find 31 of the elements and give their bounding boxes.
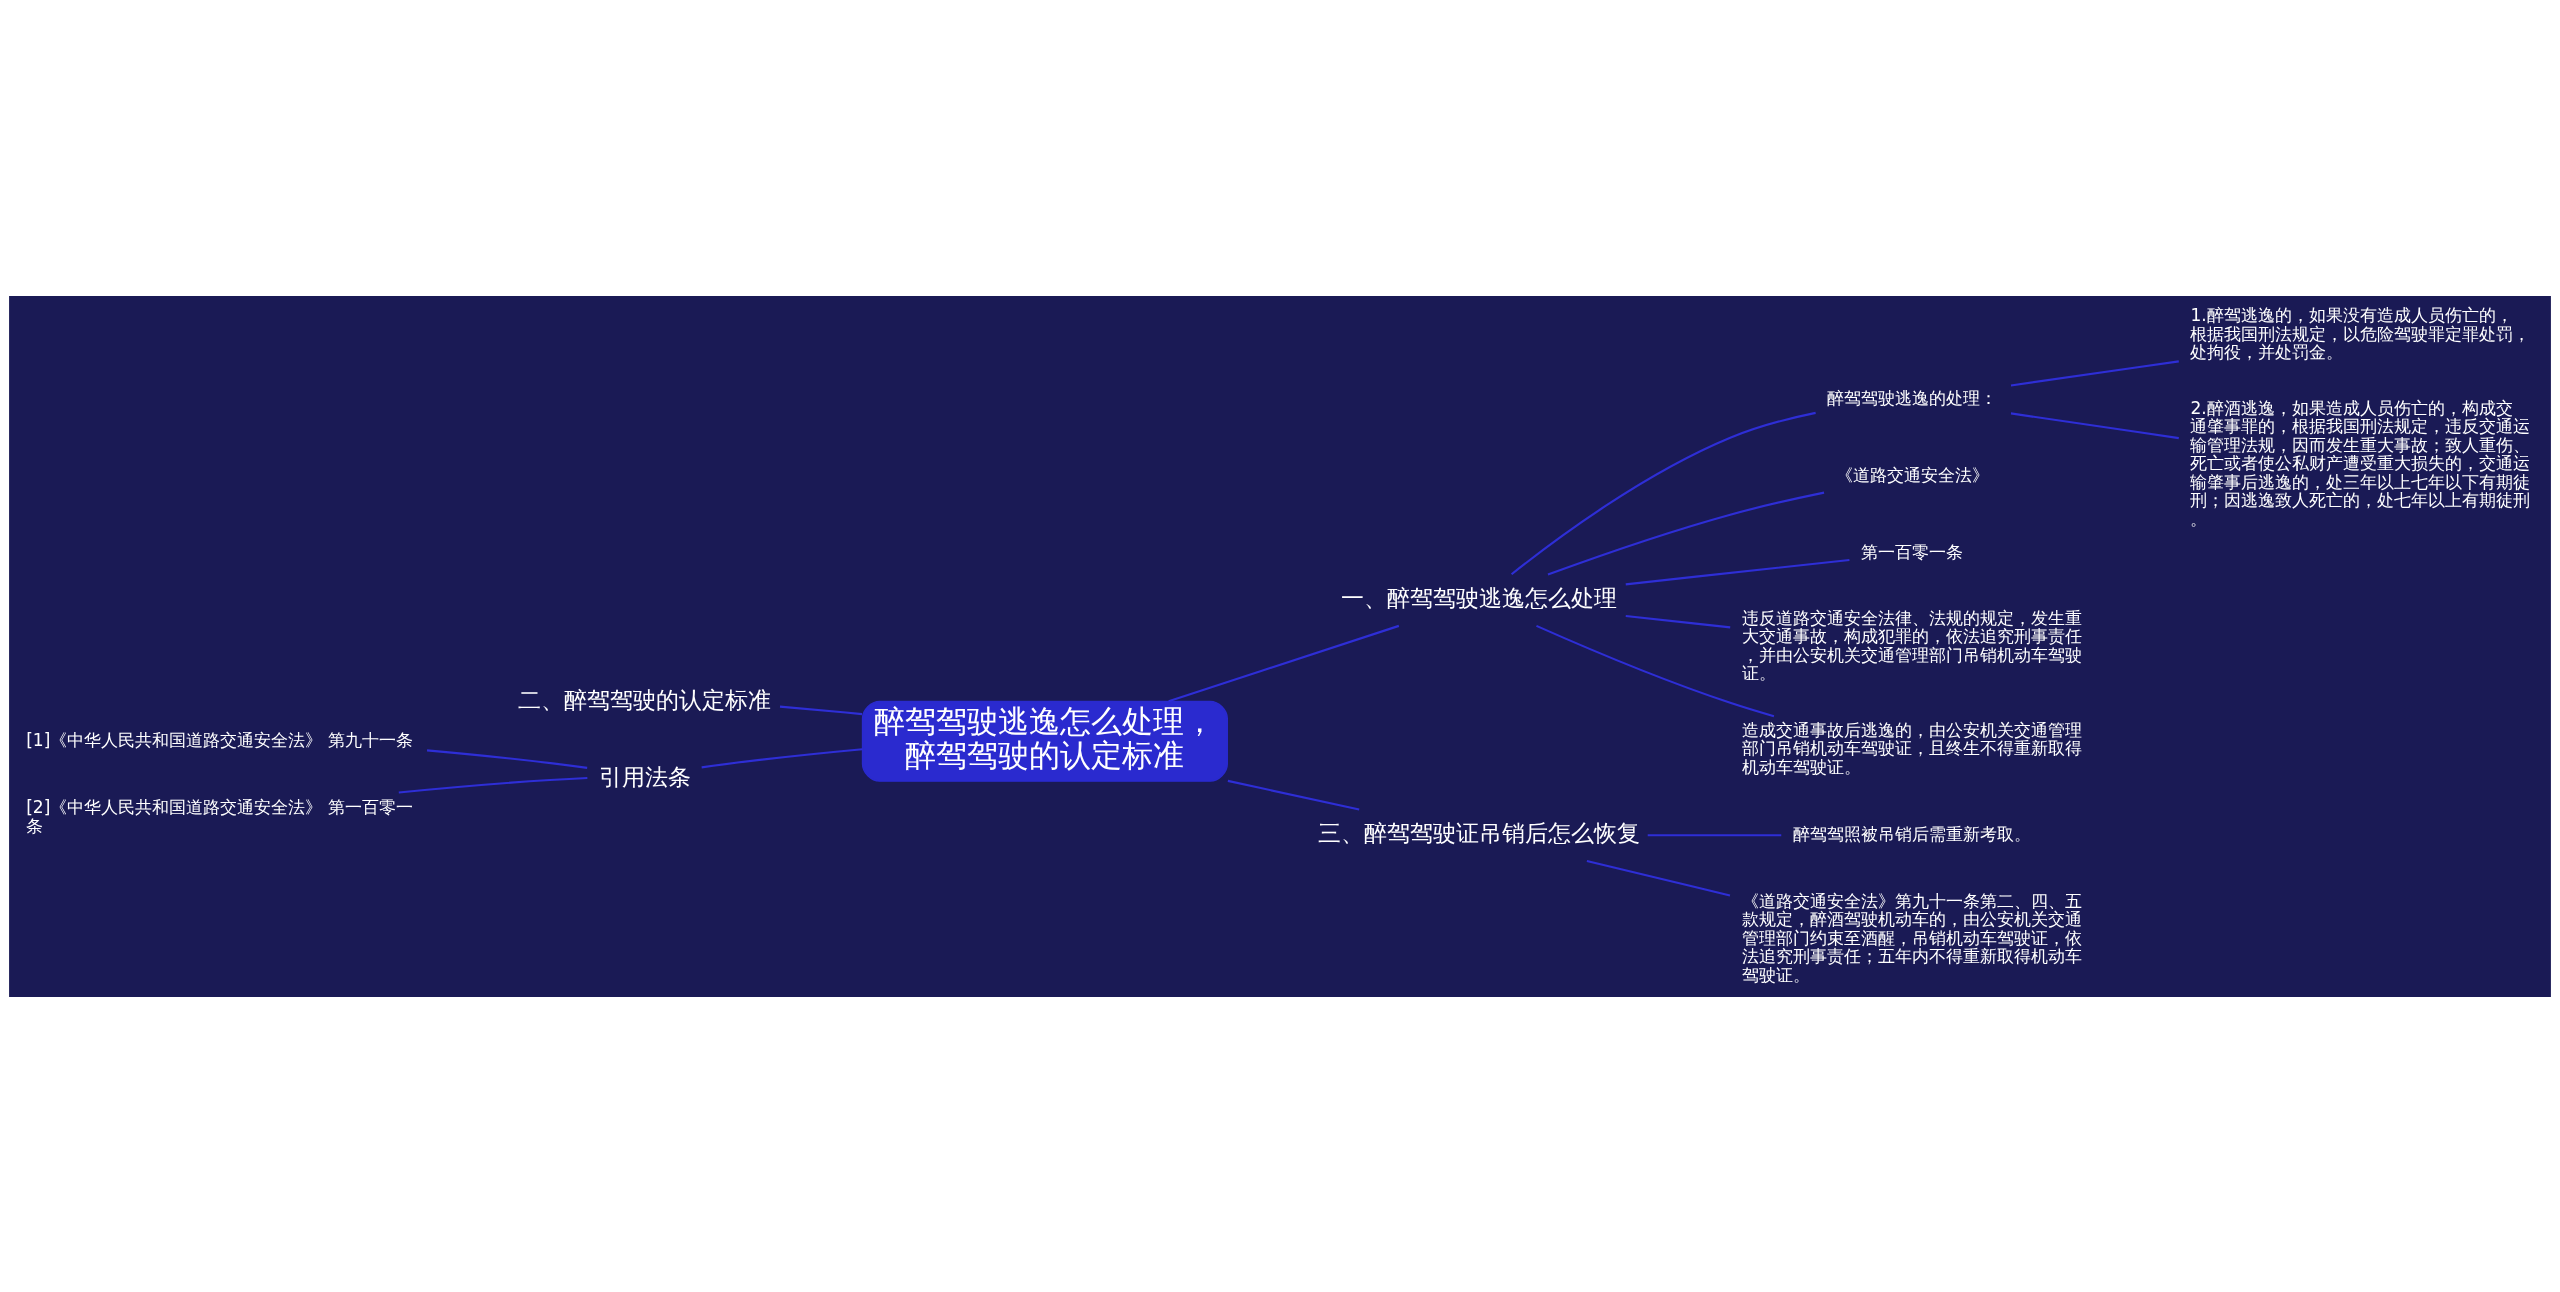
node-text: 醉驾驾照被吊销后需重新考取。: [1792, 823, 2031, 844]
connector: [426, 748, 588, 769]
node-text: 引用法条: [598, 763, 691, 790]
node-text: 造成交通事故后逃逸的，由公安机关交通管理部门吊销机动车驾驶证，且终生不得重新取得机动车驾驶证。: [1741, 719, 2082, 777]
connector: [1625, 614, 1731, 628]
connector: [1586, 859, 1731, 896]
connector: [398, 776, 588, 794]
node-box: 醉驾驾驶逃逸怎么处理，醉驾驾驶的认定标准: [861, 700, 1228, 782]
connector: [1625, 558, 1850, 585]
connector: [779, 705, 863, 715]
node-text: [1]《中华人民共和国道路交通安全法》 第九十一条: [26, 729, 413, 750]
connector: [2010, 411, 2179, 439]
node-text: 1.醉驾逃逸的，如果没有造成人员伤亡的，根据我国刑法规定，以危险驾驶罪定罪处罚，处拘役，并处罚金。: [2190, 304, 2531, 362]
node-text: 《道路交通安全法》: [1835, 464, 1989, 485]
connector: [1547, 491, 1825, 576]
connector: [701, 747, 863, 768]
connector: [1647, 833, 1782, 836]
connector: [1536, 624, 1775, 717]
connector: [1510, 411, 1816, 575]
node-text: 2.醉酒逃逸，如果造成人员伤亡的，构成交通肇事罪的，根据我国刑法规定，违反交通运输管理法规，因而发生重大事故；致人重伤、死亡或者使公私财产遭受重大损失的，交通运输肇事后逃逸的，处三年以上七年以下有期徒刑；因逃逸致人死亡的，处七年以上有期徒刑。: [2190, 397, 2531, 529]
node-text: 《道路交通安全法》第九十一条第二、四、五款规定，醉酒驾驶机动车的，由公安机关交通管理部门约束至酒醒，吊销机动车驾驶证，依法追究刑事责任；五年内不得重新取得机动车驾驶证。: [1741, 890, 2082, 985]
node-text: 违反道路交通安全法律、法规的规定，发生重大交通事故，构成犯罪的，依法追究刑事责任，并由公安机关交通管理部门吊销机动车驾驶证。: [1741, 607, 2082, 683]
node-text: 第一百零一条: [1861, 541, 1964, 562]
connector: [1168, 624, 1400, 702]
connector: [2010, 359, 2179, 386]
node-text: 一、醉驾驾驶逃逸怎么处理: [1340, 584, 1617, 611]
node-text: [2]《中华人民共和国道路交通安全法》 第一百零一条: [26, 796, 413, 836]
node-text: 二、醉驾驾驶的认定标准: [518, 686, 772, 713]
connector: [1227, 779, 1360, 811]
node-text: 醉驾驾驶逃逸的处理：: [1827, 387, 1998, 408]
node-text: 三、醉驾驾驶证吊销后怎么恢复: [1317, 819, 1640, 846]
